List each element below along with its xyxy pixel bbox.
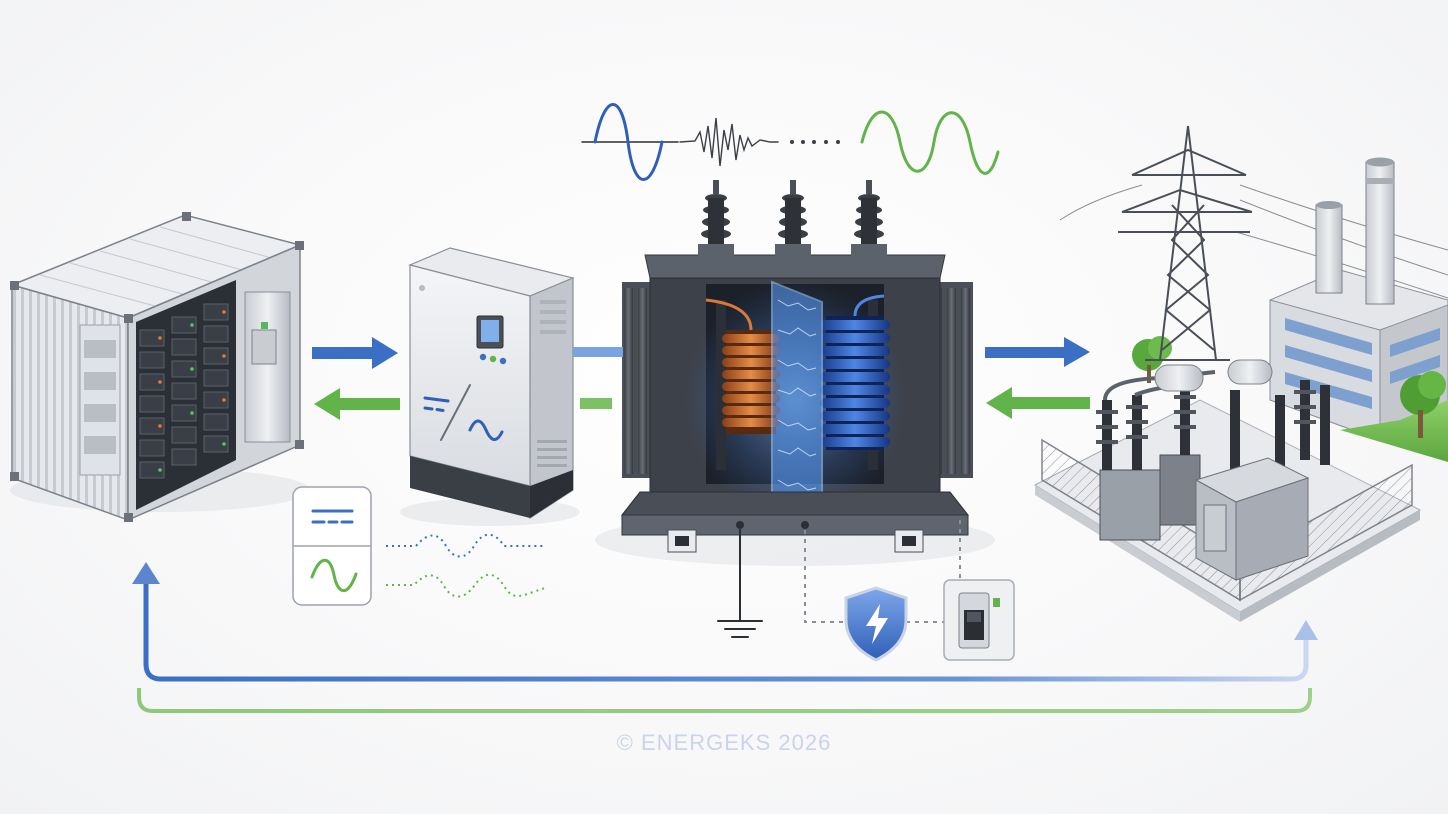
inverter-cabinet-icon	[400, 247, 580, 526]
link-inverter-transformer-green	[580, 398, 612, 409]
dc-ac-symbol-icon	[423, 384, 504, 441]
flow-arrow-inverter-to-battery	[314, 388, 400, 420]
ground-symbol-icon	[717, 529, 763, 638]
trees	[1132, 336, 1448, 462]
dc-ac-legend-card	[292, 486, 372, 606]
equipment-cabinet	[1194, 457, 1310, 581]
dotted-wave-blue	[386, 533, 545, 558]
waveform-icon	[581, 103, 1000, 181]
secondary-coil	[820, 294, 890, 450]
shield-panel	[771, 280, 823, 522]
bushings	[698, 180, 887, 256]
battery-container-icon	[9, 212, 310, 522]
switchgear	[1096, 359, 1330, 581]
battery-rack	[139, 303, 229, 479]
link-inverter-transformer-blue	[573, 347, 623, 357]
breaker-switch-icon	[943, 579, 1015, 661]
flow-arrow-grid-to-transformer	[986, 387, 1090, 419]
return-loop-green	[137, 688, 1312, 713]
flow-arrow-battery-to-inverter	[312, 337, 398, 369]
transformer-icon	[595, 180, 995, 566]
primary-coil	[705, 298, 780, 434]
substation-icon	[1033, 359, 1422, 622]
power-tower-icon	[1118, 125, 1253, 361]
shield-bolt-icon	[844, 586, 908, 662]
dotted-wave-green	[386, 573, 546, 598]
flow-arrow-transformer-to-grid	[985, 337, 1090, 367]
copyright-watermark: © ENERGEKS 2026	[616, 730, 832, 755]
protection-dashed-link	[804, 520, 961, 623]
smokestack	[1315, 157, 1395, 305]
return-loop-blue	[132, 562, 1318, 682]
